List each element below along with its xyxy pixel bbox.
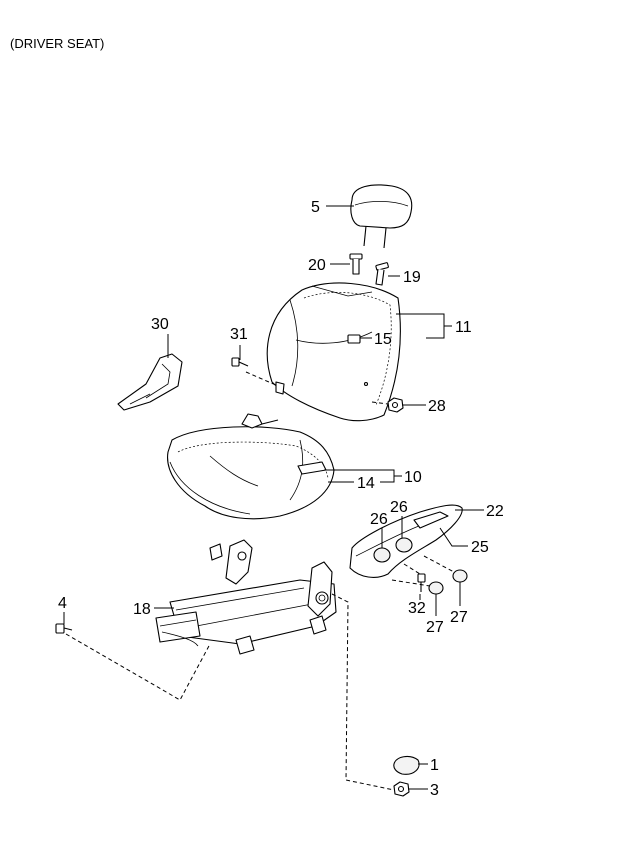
callout-5: 5 [311,199,320,216]
callout-4: 4 [58,595,67,612]
callout-11: 11 [455,319,472,336]
nut-3[interactable] [393,781,410,797]
lumbar-knob [347,334,361,344]
callout-25: 25 [471,539,489,556]
cover-27b[interactable] [452,569,468,583]
callout-labels: 5 20 19 11 15 28 30 31 10 14 22 26 26 25… [58,199,504,799]
callout-15: 15 [374,331,392,348]
headrest-guide-19[interactable] [375,262,389,286]
seat-cushion[interactable] [167,413,335,520]
cover-27a[interactable] [428,581,444,595]
callout-26-a: 26 [370,511,388,528]
assembly-lines [65,371,455,791]
side-shield-22[interactable] [349,504,463,578]
nut-28[interactable] [387,397,404,413]
callout-18: 18 [133,601,151,618]
screw-32[interactable] [417,573,426,592]
callout-19: 19 [403,269,421,286]
callout-31: 31 [230,326,248,343]
callout-26-b: 26 [390,499,408,516]
callout-28: 28 [428,398,446,415]
seat-back[interactable] [266,282,401,422]
callout-22: 22 [486,503,504,520]
callout-27-a: 27 [426,619,444,636]
callout-3: 3 [430,782,439,799]
recliner-cover-30[interactable] [117,353,183,411]
cap-1[interactable] [393,755,420,775]
callout-20: 20 [308,257,326,274]
leader-lines [63,205,484,790]
callout-27-b: 27 [450,609,468,626]
headrest-guide-20[interactable] [349,253,363,275]
callout-14: 14 [357,475,375,492]
bolt-4[interactable] [55,623,73,634]
bolt-31[interactable] [231,357,249,367]
callout-30: 30 [151,316,169,333]
callout-10: 10 [404,469,422,486]
callout-1: 1 [430,757,439,774]
seat-frame-track[interactable] [155,539,337,655]
callout-32: 32 [408,600,426,617]
knob-26b [395,537,413,553]
diagram-title: (DRIVER SEAT) [10,36,105,51]
knob-26a [373,547,391,563]
headrest[interactable] [350,184,413,249]
